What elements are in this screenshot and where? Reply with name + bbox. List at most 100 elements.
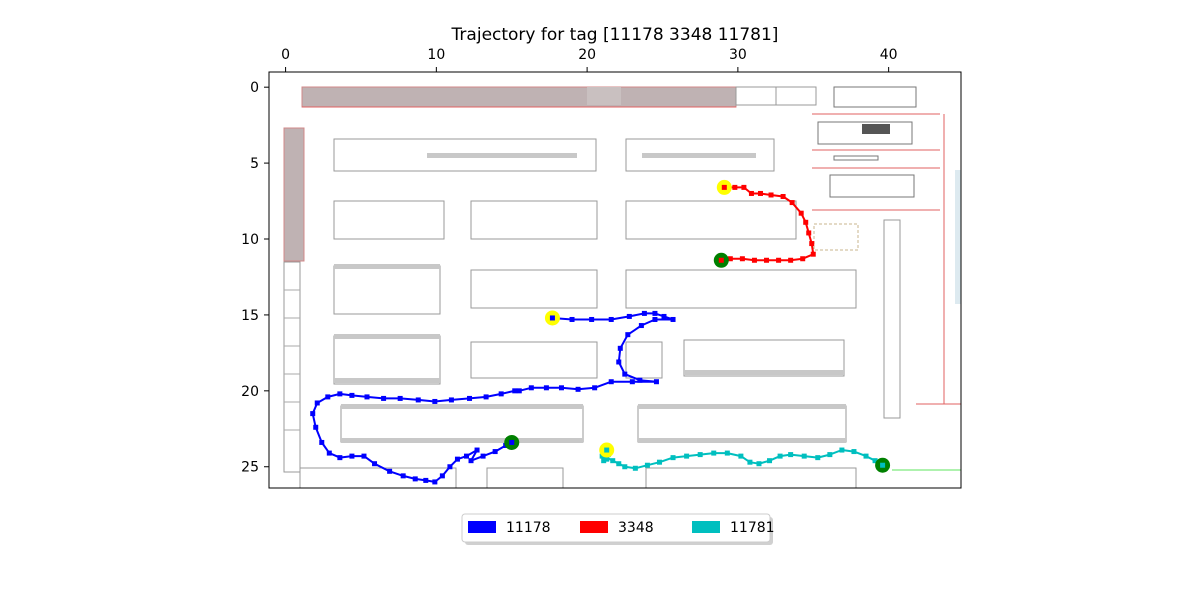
data-point <box>622 464 628 470</box>
data-point <box>589 316 595 322</box>
data-point <box>400 473 406 479</box>
data-point <box>528 385 534 391</box>
data-point <box>601 458 607 464</box>
data-point <box>756 461 762 467</box>
data-point <box>764 257 770 263</box>
data-point <box>337 455 343 461</box>
data-point <box>604 447 610 453</box>
data-point <box>767 458 773 464</box>
data-point <box>806 230 812 236</box>
data-point <box>319 439 325 445</box>
chart-title: Trajectory for tag [11178 3348 11781] <box>451 25 779 45</box>
data-point <box>509 439 515 445</box>
data-point <box>516 388 522 394</box>
data-point <box>364 394 370 400</box>
data-point <box>637 377 643 383</box>
data-point <box>652 310 658 316</box>
data-point <box>656 459 662 465</box>
y-tick-label: 20 <box>241 384 259 400</box>
data-point <box>575 386 581 392</box>
data-point <box>412 476 418 482</box>
data-point <box>454 456 460 462</box>
data-point <box>463 453 469 459</box>
data-point <box>608 316 614 322</box>
x-tick-label: 10 <box>427 47 445 63</box>
data-point <box>498 391 504 397</box>
plot-frame <box>268 71 962 489</box>
series-3348 <box>713 179 816 268</box>
y-tick-label: 10 <box>241 232 259 248</box>
data-point <box>641 310 647 316</box>
data-point <box>616 359 622 365</box>
legend-label: 3348 <box>618 520 654 536</box>
legend-swatch <box>468 521 496 533</box>
data-point <box>381 395 387 401</box>
data-point <box>480 453 486 459</box>
legend-label: 11178 <box>506 520 551 536</box>
data-point <box>474 447 480 453</box>
data-point <box>468 458 474 464</box>
data-point <box>632 465 638 471</box>
data-point <box>569 316 575 322</box>
data-point <box>780 193 786 199</box>
floor-plan-background <box>269 72 961 488</box>
data-point <box>610 458 616 464</box>
data-point <box>801 453 807 459</box>
data-point <box>558 385 564 391</box>
data-point <box>751 257 757 263</box>
y-tick-label: 15 <box>241 308 259 324</box>
data-point <box>747 459 753 465</box>
data-point <box>788 257 794 263</box>
data-point <box>724 450 730 456</box>
data-point <box>325 394 331 400</box>
data-point <box>467 395 473 401</box>
data-point <box>549 315 555 321</box>
data-point <box>604 455 610 461</box>
data-point <box>592 385 598 391</box>
data-point <box>387 468 393 474</box>
data-point <box>776 257 782 263</box>
data-point <box>777 453 783 459</box>
trajectory-layer <box>310 179 891 485</box>
data-point <box>492 449 498 455</box>
data-point <box>644 462 650 468</box>
data-point <box>839 447 845 453</box>
x-tick-label: 30 <box>729 47 747 63</box>
data-point <box>622 371 628 377</box>
data-point <box>670 455 676 461</box>
data-point <box>809 241 815 247</box>
data-point <box>803 219 809 225</box>
y-tick-label: 0 <box>250 80 259 96</box>
data-point <box>638 323 644 329</box>
data-point <box>432 479 438 485</box>
data-point <box>738 453 744 459</box>
data-point <box>880 462 886 468</box>
data-point <box>711 450 717 456</box>
data-point <box>625 332 631 338</box>
data-point <box>483 394 489 400</box>
data-point <box>447 464 453 470</box>
data-point <box>732 184 738 190</box>
data-point <box>757 190 763 196</box>
data-point <box>512 388 518 394</box>
data-point <box>432 398 438 404</box>
data-point <box>349 392 355 398</box>
data-point <box>718 257 724 263</box>
data-point <box>439 473 445 479</box>
x-tick-label: 20 <box>578 47 596 63</box>
data-point <box>789 200 795 206</box>
legend-label: 11781 <box>730 520 775 536</box>
data-point <box>617 345 623 351</box>
data-point <box>616 461 622 467</box>
legend-swatch <box>580 521 608 533</box>
data-point <box>768 192 774 198</box>
data-point <box>851 449 857 455</box>
data-point <box>827 452 833 458</box>
y-tick-label: 25 <box>241 460 259 476</box>
data-point <box>800 256 806 262</box>
data-point <box>697 452 703 458</box>
data-point <box>748 190 754 196</box>
data-point <box>361 453 367 459</box>
data-point <box>815 455 821 461</box>
data-point <box>739 256 745 262</box>
